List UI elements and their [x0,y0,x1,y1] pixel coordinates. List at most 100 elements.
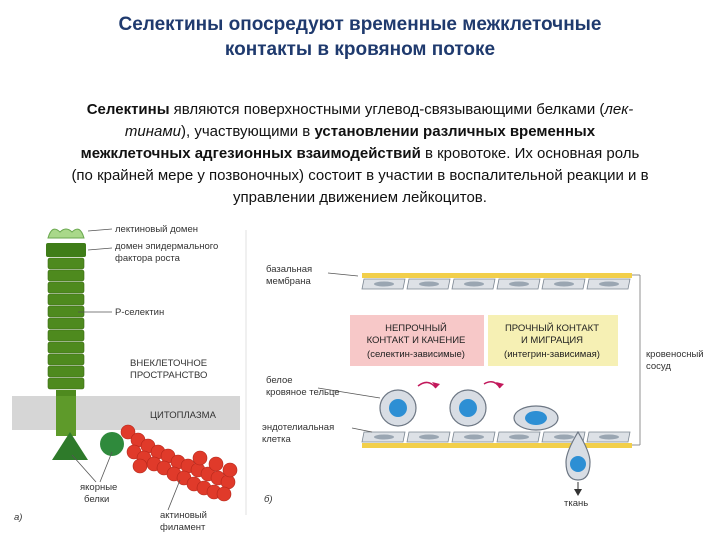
label-white-cell-2: кровяное тельце [266,387,340,398]
leader-line [87,247,113,251]
lectin-domain [47,228,85,239]
label-white-cell-1: белое [266,375,293,386]
actin-bead [132,458,148,474]
egf-domain [46,243,86,257]
panel-b: НЕПРОЧНЫЙ КОНТАКТ И КАЧЕНИЕ (селектин-за… [262,264,704,509]
actin-bead [216,486,232,502]
selectin-segment [47,257,85,270]
term-selectins: Селектины [86,101,170,118]
selectin-segment [47,305,85,318]
cell-nucleus [599,434,619,440]
panel-a-letter: а) [14,512,22,523]
label-vessel-1: кровеносный [646,349,704,360]
actin-bead [208,456,224,472]
leader-line [327,272,359,277]
actin-bead [192,450,208,466]
label-actin-2: филамент [160,522,206,533]
leader-line [317,387,381,399]
rolling-arrow-2 [483,381,501,389]
para-italic: тинами [124,123,181,140]
selectin-segment [47,365,85,378]
selectin-stack [47,257,85,396]
cell-nucleus [419,434,439,440]
leukocyte-3 [513,405,559,431]
strong-line-3: (интегрин-зависимая) [504,349,600,360]
basal-membrane-bottom [362,443,632,448]
bottom-endothelial-cells [361,431,631,443]
weak-line-2: КОНТАКТ И КАЧЕНИЕ [367,335,466,346]
selectin-segment [47,317,85,330]
weak-line-3: (селектин-зависимые) [367,349,465,360]
weak-contact-box [350,315,484,366]
membrane-band [12,396,240,430]
selectin-segment [47,293,85,306]
selectin-segment [47,341,85,354]
weak-line-1: НЕПРОЧНЫЙ [385,322,447,334]
actin-bead [120,424,136,440]
actin-filament [120,424,238,502]
panel-b-letter: б) [264,494,273,505]
label-basal-2: мембрана [266,276,311,287]
para-italic: лек- [604,101,634,118]
selectin-segment [47,353,85,366]
label-anchor-2: белки [84,494,109,505]
para-line-3: межклеточных адгезионных взаимодействий … [0,143,720,165]
label-cytoplasm: ЦИТОПЛАЗМА [150,410,217,421]
arrow-head [574,489,582,496]
leukocyte-2 [449,389,487,427]
leader-line [87,228,113,232]
para-line-2: тинами), участвующими в установлении раз… [0,121,720,143]
cell-nucleus [599,281,619,287]
description-paragraph: Селектины являются поверхностными углево… [0,99,720,209]
selectin-segment [47,329,85,342]
cell-nucleus [554,434,574,440]
label-basal-1: базальная [266,264,312,275]
para-line-1: Селектины являются поверхностными углево… [0,99,720,121]
label-endo-1: эндотелиальная [262,422,334,433]
arrow-head [496,382,504,388]
cell-nucleus [464,434,484,440]
migrating-leukocyte [565,430,591,481]
selectin-segment [47,269,85,282]
cell-nucleus [374,281,394,287]
cell-nucleus [509,434,529,440]
label-egf-line-2: фактора роста [115,253,181,264]
leukocyte-1 [379,389,417,427]
label-anchor-1: якорные [80,482,117,493]
para-line-4: (по крайней мере у позвоночных) состоит … [71,167,649,184]
strong-line-2: И МИГРАЦИЯ [521,335,583,346]
panel-a: лектиновый домен домен эпидермального фа… [12,224,240,533]
leader-line [71,454,97,483]
title-line-2: контакты в кровяном потоке [224,39,496,60]
strong-contact-box [488,315,618,366]
label-extracellular-2: ПРОСТРАНСТВО [130,370,207,381]
label-vessel-2: сосуд [646,361,671,372]
label-p-selectin: Р-селектин [115,307,164,318]
label-actin-1: актиновый [160,510,207,521]
basal-membrane-top [362,273,632,278]
leader-line [99,451,113,483]
label-lectin-domain: лектиновый домен [115,224,198,235]
slide-title: Селектины опосредуют временные межклеточ… [0,12,720,62]
strong-line-1: ПРОЧНЫЙ КОНТАКТ [505,322,599,334]
label-extracellular-1: ВНЕКЛЕТОЧНОЕ [130,358,207,369]
leader-line [351,427,373,433]
arrow-head [432,382,440,388]
rolling-arrow-1 [417,381,437,389]
transmembrane-segment [56,392,76,436]
label-tissue: ткань [564,498,588,509]
actin-bead [222,462,238,478]
cell-nucleus [554,281,574,287]
label-endo-2: клетка [262,434,291,445]
cell-nucleus [419,281,439,287]
title-line-1: Селектины опосредуют временные межклеточ… [118,14,602,35]
para-bold: межклеточных адгезионных взаимодействий [80,145,421,162]
top-endothelial-cells [361,278,631,290]
para-bold: установлении различных временных [314,123,596,140]
para-text: ), участвующими в [180,123,315,140]
anchor-triangle [52,432,88,460]
para-text: в кровотоке. Их основная роль [420,145,640,162]
cell-nucleus [374,434,394,440]
para-text: являются поверхностными углевод-связываю… [169,101,605,118]
